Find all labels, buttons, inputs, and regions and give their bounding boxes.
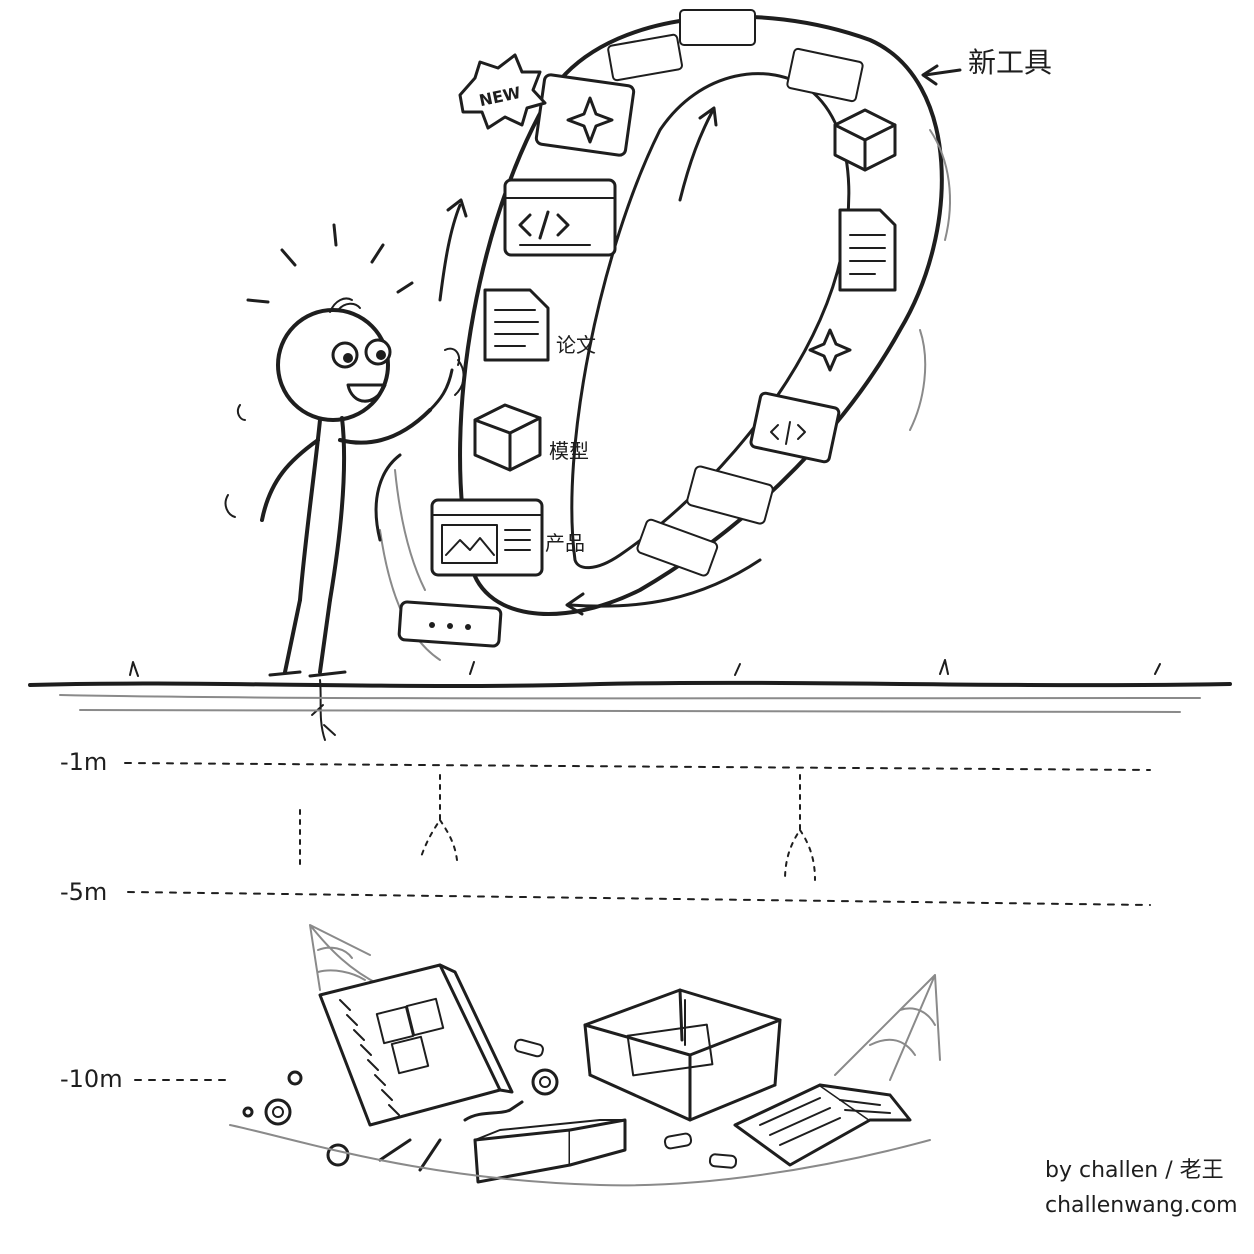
website: challenwang.com: [1045, 1193, 1238, 1218]
depth-label-1m: -1m: [60, 748, 107, 776]
cobweb-left: [309, 924, 381, 991]
old-open-book: [733, 1083, 912, 1167]
depth-marker-5m: [127, 891, 1151, 906]
tile-back-top: [607, 9, 864, 103]
tool-loop: [374, 9, 951, 661]
tile-ellipsis: [397, 600, 503, 648]
tile-back-sparkle: [808, 328, 852, 372]
depth-label-5m: -5m: [60, 878, 107, 906]
old-3d-printer: [583, 988, 782, 1122]
papers-label: 论文: [556, 333, 596, 357]
models-label: 模型: [549, 439, 589, 463]
tile-cube: [473, 403, 542, 472]
products-label: 产品: [545, 531, 585, 555]
depth-marker-1m: [124, 762, 1151, 881]
author-credit: by challen / 老王: [1045, 1158, 1224, 1183]
new-badge: [458, 53, 547, 130]
scattered-parts: [229, 1038, 931, 1187]
tile-code-window: [503, 178, 617, 257]
ground: [28, 659, 1232, 714]
tile-back-code: [749, 391, 841, 464]
new-tools-label: 新工具: [968, 46, 1052, 79]
cobweb-right: [834, 974, 941, 1081]
tile-back-cube: [833, 108, 897, 172]
tile-sparkle-card: [534, 73, 636, 157]
new-tools-pointer: [921, 64, 962, 86]
tile-back-ellipsis: [636, 465, 774, 577]
depth-label-10m: -10m: [60, 1065, 123, 1093]
tile-document: [483, 288, 550, 362]
tile-back-document: [838, 208, 897, 292]
old-notebook: [318, 963, 514, 1127]
old-toolbox: [473, 1118, 627, 1184]
tile-product-window: [430, 498, 544, 577]
stick-figure: [224, 223, 465, 741]
